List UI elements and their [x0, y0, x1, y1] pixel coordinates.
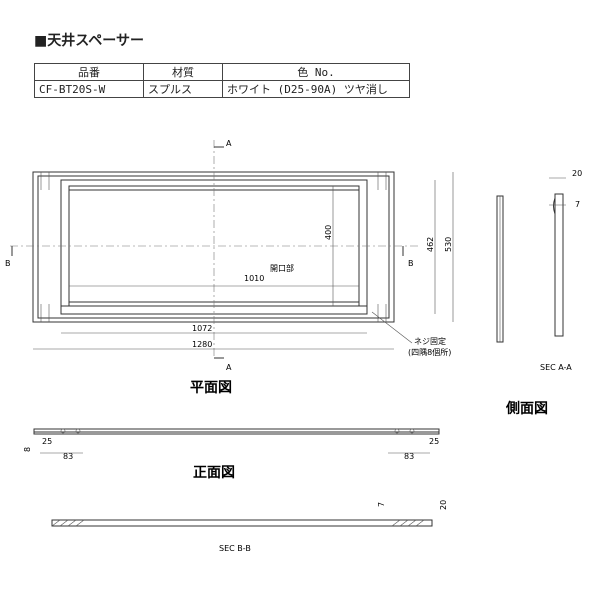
section-b-right: B: [408, 259, 414, 268]
sec-bb-label: SEC B-B: [219, 544, 251, 553]
dim-outer-height: 530: [444, 237, 453, 252]
dim-side-thickness: 20: [572, 169, 582, 178]
corner-screws: [40, 172, 387, 322]
sec-bb-view: 7 20 SEC B-B: [51, 500, 448, 553]
section-b-left: B: [5, 259, 11, 268]
dim-inner-height: 462: [426, 237, 435, 252]
section-a-bottom: A: [226, 363, 232, 372]
spec-data-row: CF-BT20S-W スプルス ホワイト (D25-90A) ツヤ消し: [34, 80, 410, 98]
spec-table: 品番 材質 色 No. CF-BT20S-W スプルス ホワイト (D25-90…: [34, 63, 410, 98]
outer-frame-inner-edge: [37, 175, 390, 319]
dim-secbb-thickness: 20: [439, 500, 448, 510]
dim-opening-width: 1010: [244, 274, 264, 283]
sec-aa-view: 20 7 SEC A-A 側面図: [505, 169, 582, 417]
dim-front-hole-right: 83: [404, 452, 414, 461]
plan-view: A A B B 1010 開口部 1072 1280 400 462 530 ネ…: [5, 139, 454, 396]
section-a-top: A: [226, 139, 232, 148]
dim-outer-width: 1280: [192, 340, 212, 349]
dim-front-hole-left: 83: [63, 452, 73, 461]
sec-aa-label: SEC A-A: [540, 363, 572, 372]
cell-part-number: CF-BT20S-W: [34, 80, 144, 98]
front-view: 25 83 25 83 8 正面図: [23, 428, 440, 481]
drawing-title: ■天井スペーサー: [34, 33, 144, 49]
dim-inner-width: 1072: [192, 324, 212, 333]
cell-material: スプルス: [143, 80, 223, 98]
screw-note-2: (四隅8個所): [408, 347, 451, 357]
opening-label: 開口部: [270, 263, 294, 273]
outer-frame: [32, 171, 395, 323]
front-view-title: 正面図: [193, 465, 235, 481]
header-material: 材質: [143, 63, 223, 81]
side-section-strip: [496, 195, 504, 343]
dim-side-step: 7: [575, 200, 580, 209]
plan-view-title: 平面図: [190, 380, 232, 396]
dim-front-height: 8: [23, 447, 32, 452]
screw-note-1: ネジ固定: [414, 336, 446, 346]
dim-secbb-step: 7: [377, 502, 386, 507]
dim-opening-height: 400: [324, 225, 333, 240]
spec-header-row: 品番 材質 色 No.: [34, 63, 410, 81]
dim-front-offset-right: 25: [429, 437, 439, 446]
side-view-title: 側面図: [505, 400, 548, 417]
cell-color-no: ホワイト (D25-90A) ツヤ消し: [222, 80, 410, 98]
dim-front-offset-left: 25: [42, 437, 52, 446]
